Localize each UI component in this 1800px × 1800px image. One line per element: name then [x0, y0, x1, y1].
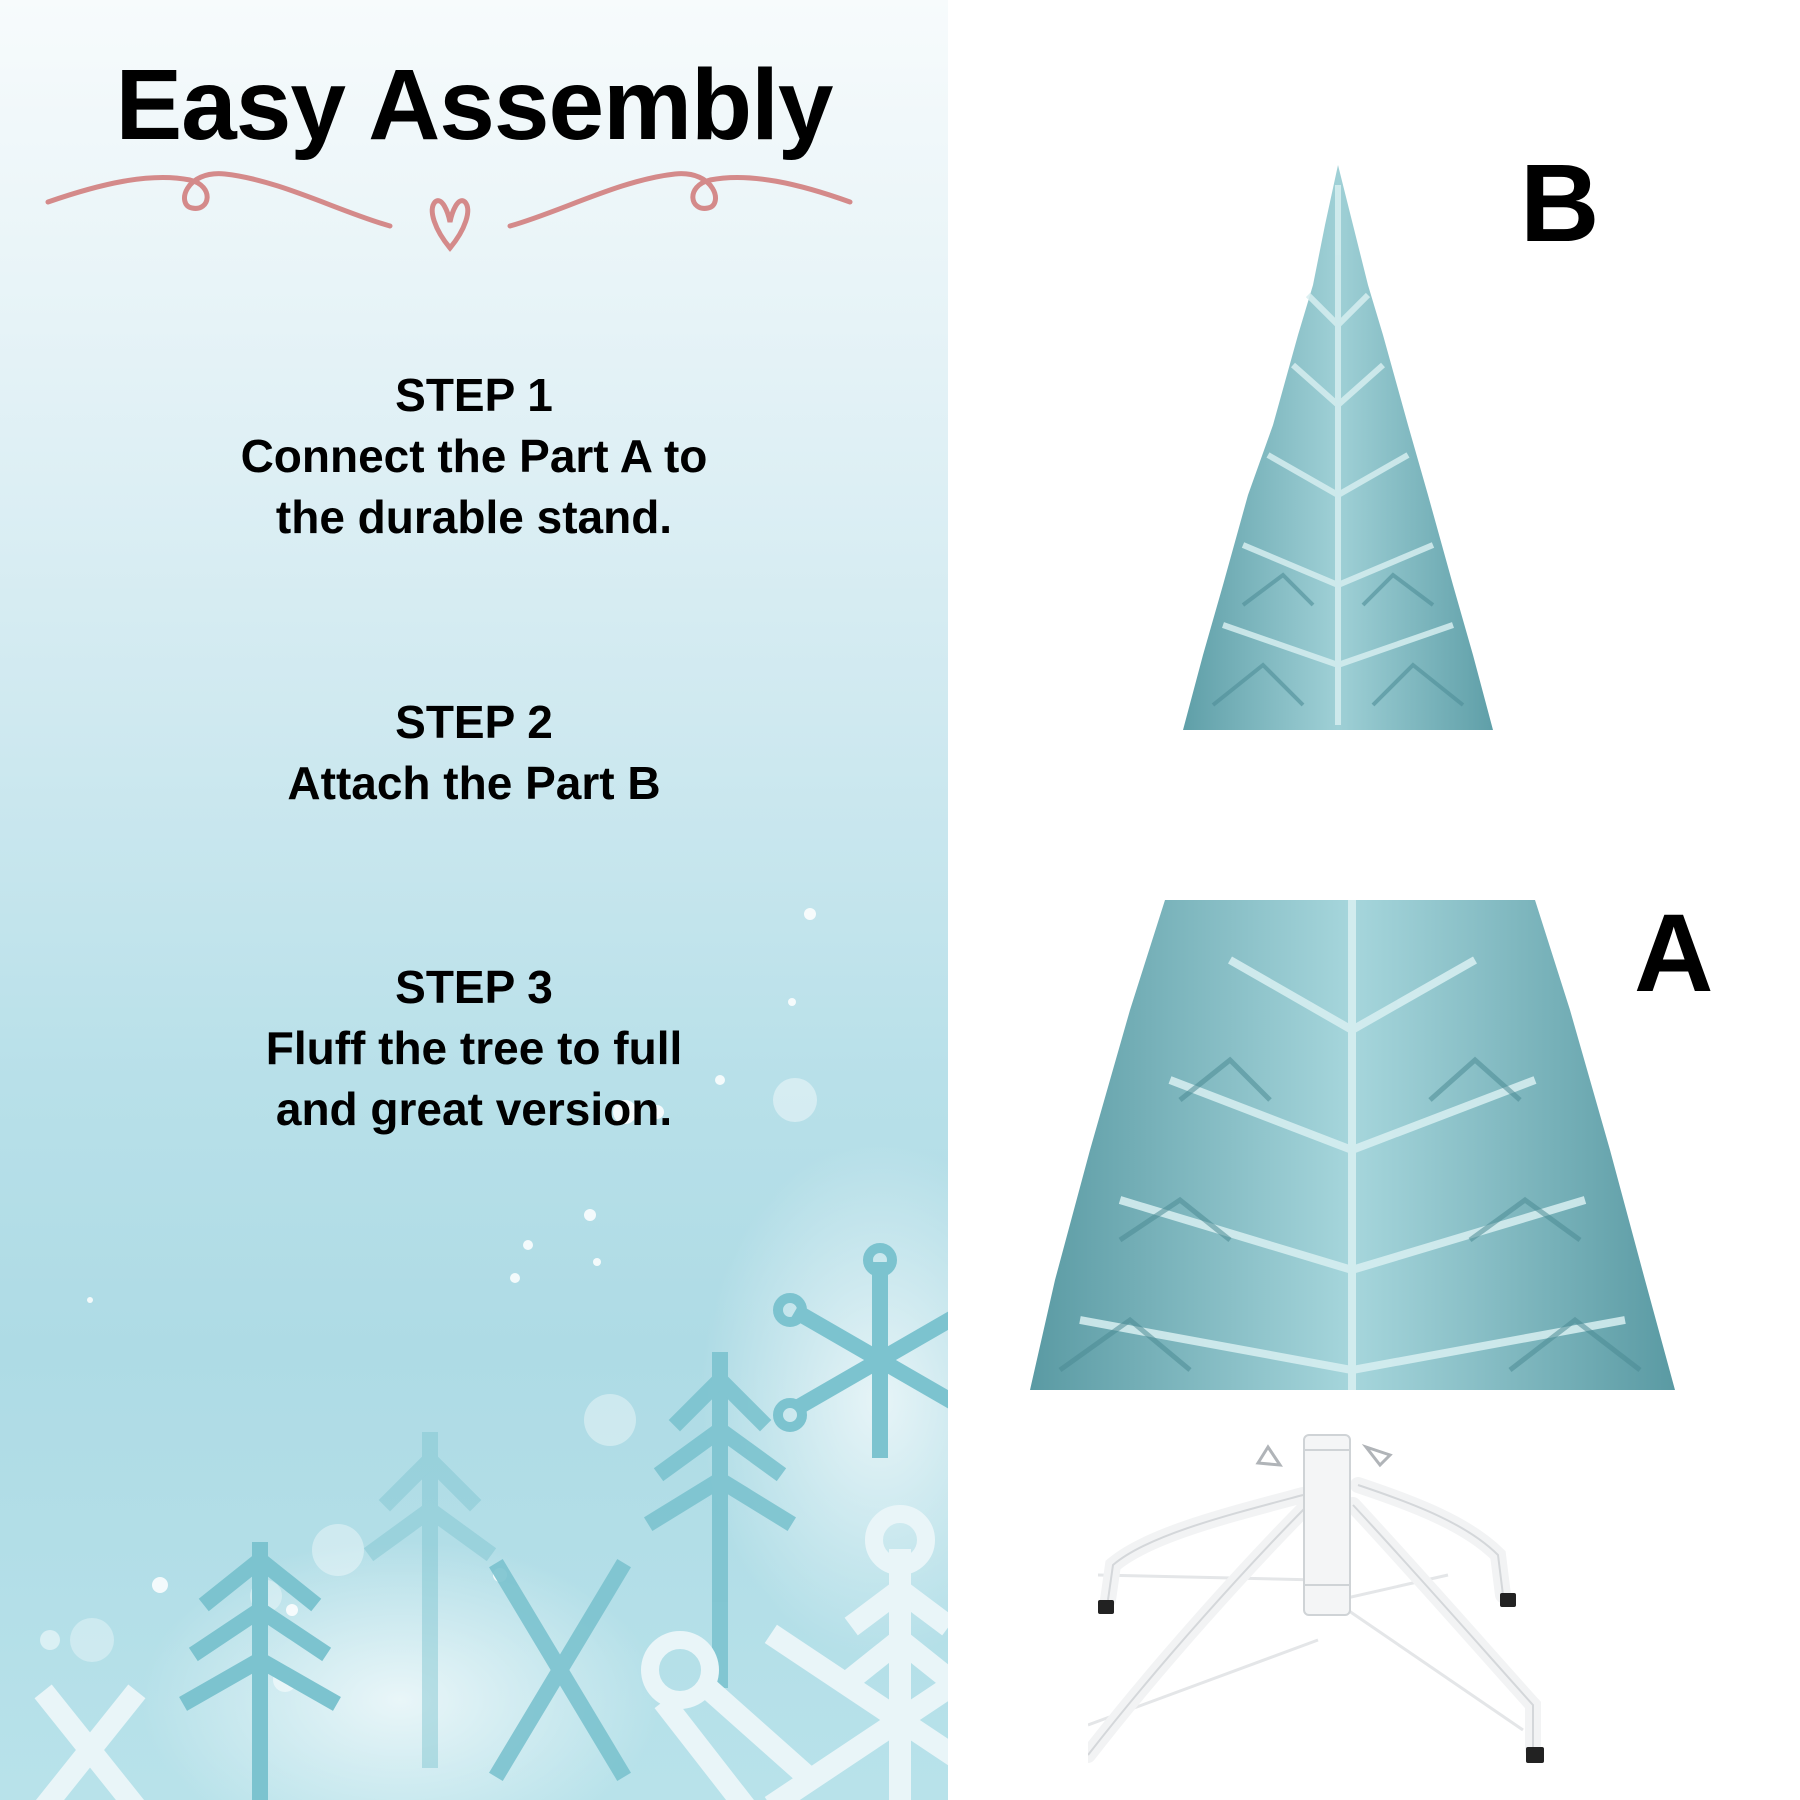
step-3-text-line-2: and great version.	[275, 1083, 673, 1135]
page-title: Easy Assembly	[115, 49, 833, 161]
step-1-heading: STEP 1	[395, 369, 553, 421]
instructions-panel: Easy Assembly STEP 1 Connect the Part A …	[0, 0, 948, 1800]
parts-panel: B A	[948, 0, 1800, 1800]
step-1-text-line-1: Connect the Part A to	[240, 430, 708, 482]
part-b-label: B	[1520, 142, 1600, 265]
step-1-text-line-2: the durable stand.	[275, 491, 673, 543]
tree-stand-image	[1088, 1434, 1544, 1763]
step-2-heading: STEP 2	[395, 696, 553, 748]
part-a-label: A	[1634, 892, 1714, 1015]
step-2-text-line-1: Attach the Part B	[287, 757, 661, 809]
tree-top-part-b-image	[1183, 165, 1493, 730]
step-3-text-line-1: Fluff the tree to full	[265, 1022, 683, 1074]
step-3: STEP 3 Fluff the tree to full and great …	[0, 957, 948, 1140]
step-2: STEP 2 Attach the Part B	[0, 692, 948, 814]
snowflake-background	[34, 1140, 948, 1800]
tree-bottom-part-a-image	[1030, 900, 1675, 1390]
decorative-flourish-icon	[45, 171, 853, 252]
step-3-heading: STEP 3	[395, 961, 553, 1013]
step-1: STEP 1 Connect the Part A to the durable…	[0, 365, 948, 548]
